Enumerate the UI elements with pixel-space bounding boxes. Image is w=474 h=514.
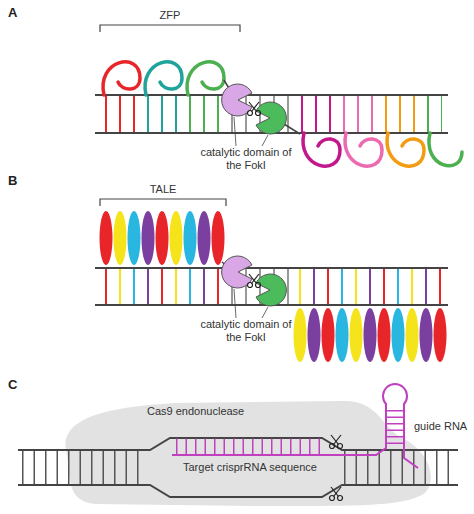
tale-repeat-part (434, 308, 447, 362)
rna-label: guide RNA (414, 420, 474, 433)
tale-repeat-part (184, 211, 197, 265)
leader-line (234, 289, 268, 318)
blob-outline (55, 385, 455, 510)
base-pair-ticks-part (427, 96, 442, 132)
scissors-symbol (248, 102, 261, 116)
base-pair-ticks-part (105, 96, 136, 132)
foki-domain (222, 80, 300, 134)
base-pair-ticks-part (189, 96, 220, 132)
base-pair-ticks-part (299, 268, 445, 305)
foki-domain-part (222, 256, 252, 288)
tale-repeat-part (212, 211, 225, 265)
tale-repeat-part (114, 211, 127, 265)
tale-repeat-part (406, 308, 419, 362)
tale-repeat-part (170, 211, 183, 265)
tale-repeat (100, 211, 447, 362)
tale-repeat-part (364, 308, 377, 362)
protein-name: Cas9 endonuclease (147, 405, 244, 418)
base-pair-ticks-part (301, 96, 332, 132)
tale-repeat-part (198, 211, 211, 265)
base-pair-ticks-part (341, 268, 445, 305)
zfp-bracket-part (100, 25, 240, 32)
zinc-finger-part (387, 133, 424, 166)
dna-strand-part (95, 94, 448, 96)
domain-note: catalytic domain of the FokI (193, 146, 299, 172)
domain-name: TALE (138, 183, 188, 196)
tale-repeat-part (336, 308, 349, 362)
panel-letter: C (8, 378, 28, 391)
leader-line-part (234, 289, 236, 318)
tale-repeat-part (142, 211, 155, 265)
domain-name: ZFP (145, 9, 195, 22)
base-pair-ticks-part (313, 268, 445, 305)
tale-repeat-part (378, 308, 391, 362)
base-pair-ticks-part (343, 96, 374, 132)
tale-repeat-part (308, 308, 321, 362)
leader-line (234, 117, 268, 146)
zinc-finger-part (303, 133, 340, 166)
leader-line-part (234, 117, 236, 146)
base-pair-ticks-part (105, 268, 225, 305)
protein-blob: Cas9 endonucleaseTarget crisprRNA sequen… (55, 385, 455, 510)
base-pair-ticks-part (385, 96, 416, 132)
tale-repeat-part (100, 211, 113, 265)
base-pair-ticks-part (133, 268, 225, 305)
panel-letter: B (8, 174, 28, 187)
foki-domain-part (256, 274, 286, 306)
tale-repeat-part (322, 308, 335, 362)
foki-domain-part (222, 84, 252, 116)
base-pair-ticks-part (327, 268, 445, 305)
tale-repeat-part (420, 308, 433, 362)
base-pair-ticks-part (147, 268, 225, 305)
tale-repeat-part (156, 211, 169, 265)
zinc-finger-part (145, 62, 182, 95)
blob-shape (65, 401, 430, 506)
sequence-label: Target crisprRNA sequence (183, 461, 317, 474)
zfp-bracket (100, 25, 240, 32)
dna-strand (95, 95, 448, 133)
foki-domain (222, 256, 287, 306)
scissors-symbol (248, 274, 261, 288)
foki-domain-part (256, 102, 286, 134)
zinc-finger-part (187, 62, 224, 95)
zinc-finger-part (345, 133, 382, 166)
base-pair-ticks-part (119, 268, 225, 305)
panel-letter: A (8, 6, 28, 19)
tale-repeat-part (350, 308, 363, 362)
zinc-finger-part (429, 133, 462, 166)
leader-line-part (262, 307, 268, 318)
zinc-finger-part (103, 62, 140, 95)
dna-strand-part (95, 267, 448, 269)
foki-domain-part (284, 124, 300, 134)
tale-repeat-part (294, 308, 307, 362)
base-pair-ticks-part (147, 96, 178, 132)
tale-repeat-part (392, 308, 405, 362)
tale-bracket-part (100, 199, 226, 206)
tale-repeat-part (128, 211, 141, 265)
leader-line-part (262, 135, 268, 146)
tale-bracket (100, 199, 226, 206)
domain-note: catalytic domain of the FokI (193, 318, 299, 344)
